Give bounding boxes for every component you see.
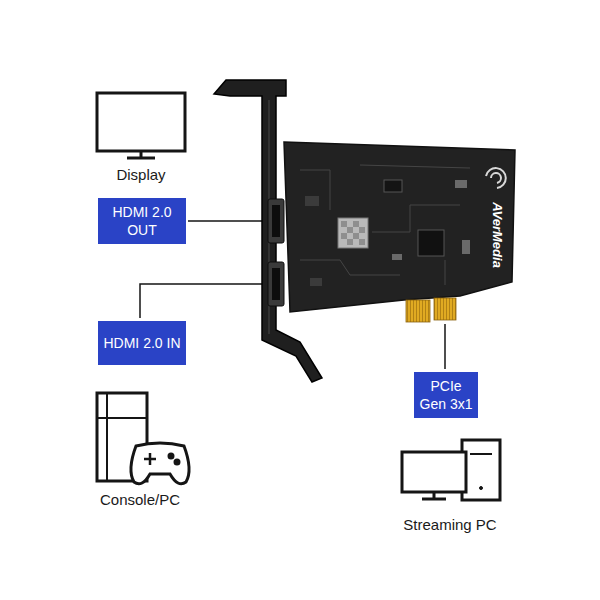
logo-swirl [491,173,501,183]
monitor-base [422,498,446,501]
callout-text: PCIe Gen 3x1 [418,377,474,413]
brand-logo [486,168,506,188]
trace [360,165,470,168]
chip-cell [341,221,347,227]
tower-case [462,440,500,500]
trace [372,205,460,232]
device-label: Console/PC [100,491,180,509]
port-slot [272,205,280,237]
gamepad [131,443,189,484]
brand-logo-text: AVerMedia [489,202,505,268]
monitor-base [127,157,155,160]
leader-line [444,324,446,369]
gamepad-button [175,460,179,464]
hdmi-out-port [268,199,284,243]
hdmi-in-port [268,262,284,306]
component [455,180,467,188]
power-dot [480,487,483,490]
monitor-stand [433,492,436,498]
console-pc-icon [97,393,189,484]
chip-cell [347,227,353,233]
port-callout-box: HDMI 2.0 IN [98,321,186,365]
chip-cell [353,233,359,239]
trace [300,170,330,210]
monitor-screen [97,93,185,151]
leader-line [188,220,266,222]
leader-line [140,284,266,318]
chip-cell [341,233,347,239]
pcb-board [284,142,515,312]
trace [300,260,400,275]
chip-cell [347,239,353,245]
pcb-traces [300,165,470,285]
interface-callout-box: PCIe Gen 3x1 [414,372,478,418]
tower-line [470,453,492,455]
display-icon [97,93,185,158]
chip [338,218,368,248]
port-slot [272,268,280,300]
monitor-stand [140,151,143,157]
chip-pattern [341,221,365,245]
tower-line [97,417,147,419]
logo-swirl [486,168,506,188]
chip-cell [359,227,365,233]
component [310,278,322,286]
component [305,196,319,206]
trace [445,260,446,285]
port-callout-box: HDMI 2.0 OUT [98,198,186,244]
callout-text: HDMI 2.0 OUT [102,203,182,239]
chip-cell [359,239,365,245]
monitor-screen [402,452,466,492]
component [384,180,402,192]
device-label: Streaming PC [403,516,496,534]
streaming-pc-icon [402,440,500,500]
callout-text: HDMI 2.0 IN [102,334,182,352]
component [462,240,470,254]
chip-cell [353,221,359,227]
device-label: Display [116,166,165,184]
tower-line [106,393,108,481]
gamepad-button [169,454,173,458]
gold-fingers [406,300,430,322]
dpad [149,453,152,465]
capture-card [214,80,515,382]
gold-fingers [434,298,456,320]
chip [418,230,444,256]
component [392,254,402,260]
